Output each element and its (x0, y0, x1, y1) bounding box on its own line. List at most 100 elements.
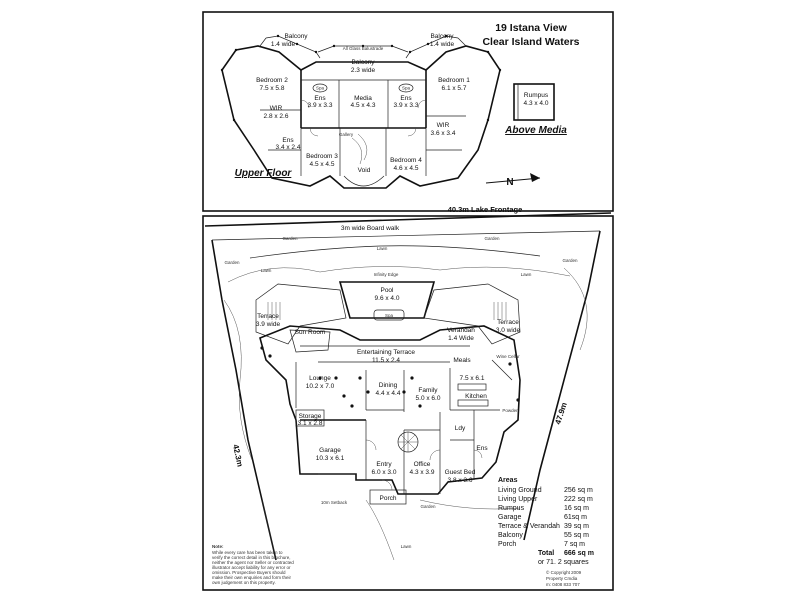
terrace-right-label: Terrace (497, 319, 519, 326)
note-line: neither the agent nor Seller or contract… (212, 560, 294, 565)
area-row-label: Garage (498, 514, 521, 521)
bedroom1-label: Bedroom 1 (438, 77, 470, 84)
area-row-label: Rumpus (498, 505, 525, 512)
guest-bed-dims: 3.8 x 3.6 (448, 477, 473, 484)
wir-left-label: WIR (270, 105, 283, 112)
rumpus-room (513, 83, 555, 121)
rumpus-label: Rumpus (524, 92, 549, 99)
office-label: Office (414, 461, 431, 468)
terrace-left-label: Terrace (257, 313, 279, 320)
entertaining-dims: 11.5 x 2.4 (372, 357, 400, 364)
garden-top-left: Garden (282, 236, 298, 241)
wir-right-dims: 3.6 x 3.4 (431, 130, 456, 137)
lounge-label: Lounge (309, 375, 331, 382)
bedroom4-label: Bedroom 4 (390, 157, 422, 164)
guest-bed-label: Guest Bed (445, 469, 476, 476)
note-line: verify the correct detail in this brochu… (212, 555, 291, 560)
area-row-value: 7 sq m (564, 541, 585, 548)
side-right-label: 47.9m (553, 401, 569, 425)
ens-left-label: Ens (314, 95, 326, 102)
upper-balcony-center-label: Balcony (351, 59, 375, 66)
note-title: Note: (212, 544, 224, 549)
ground-floor-frame (202, 215, 614, 591)
entry-dims: 6.0 x 3.0 (372, 469, 397, 476)
north-arrow-icon: N (485, 173, 541, 188)
family-label: Family (418, 387, 438, 394)
boardwalk-label: 3m wide Board walk (341, 225, 400, 232)
area-row-value: 61sq m (564, 514, 587, 521)
media-dims: 4.5 x 4.3 (351, 102, 376, 109)
bedroom3-dims: 4.5 x 4.5 (310, 161, 335, 168)
area-row-label: Terrace & Verandah (498, 523, 560, 530)
void-label: Void (358, 167, 371, 174)
infinity-edge-label: Infinity Edge (374, 272, 399, 277)
pool-label: Pool (380, 287, 394, 294)
garage-dims: 10.3 x 6.1 (316, 455, 345, 462)
areas-table: Areas Living Ground 256 sq m Living Uppe… (498, 477, 594, 566)
ens-ground-label: Ens (476, 445, 488, 452)
ldy-label: Ldy (455, 425, 466, 432)
ens-small-dims: 3.4 x 2.4 (276, 144, 301, 151)
media-label: Media (354, 95, 372, 102)
area-total-squares: or 71. 2 squares (538, 559, 589, 566)
lake-boundary (204, 212, 612, 227)
garden-bottom: Garden (420, 504, 436, 509)
copyright-line1: © Copyright 2009 (546, 569, 582, 575)
upper-floor-title: Upper Floor (235, 168, 293, 179)
area-row-label: Porch (498, 541, 516, 548)
garden-edge-top (249, 245, 541, 259)
storage-dims: 3.1 x 2.8 (298, 420, 323, 427)
area-row-label: Balcony (498, 532, 523, 539)
wine-cellar-label: Wine Cellar (496, 354, 520, 359)
storage-label: Storage (299, 413, 322, 420)
garden-right: Garden (562, 258, 578, 263)
ens-right-dims: 3.9 x 3.3 (394, 102, 419, 109)
bedroom4-dims: 4.6 x 4.5 (394, 165, 419, 172)
kitchen-label: Kitchen (465, 393, 487, 400)
copyright-line2: Property Cmdia (546, 576, 578, 581)
bedroom1-dims: 6.1 x 5.7 (442, 85, 467, 92)
note-line: own judgement on this property. (212, 580, 276, 585)
lawn-right: Lawn (521, 272, 532, 277)
family-dims: 5.0 x 6.0 (416, 395, 441, 402)
lawn-top: Lawn (377, 246, 388, 251)
wir-left-dims: 2.8 x 2.6 (264, 113, 289, 120)
spa-right-label: Spa (402, 86, 411, 91)
terrace-right-dims: 3.0 wide (496, 327, 521, 334)
upper-balcony-left-label: Balcony (284, 33, 308, 40)
ens-small-label: Ens (282, 137, 294, 144)
upper-balcony-left-dims: 1.4 wide (271, 41, 296, 48)
dining-dims: 4.4 x 4.4 (376, 390, 401, 397)
office-dims: 4.3 x 3.9 (410, 469, 435, 476)
bedroom2-dims: 7.5 x 5.8 (260, 85, 285, 92)
dining-label: Dining (379, 382, 398, 389)
area-row-label: Living Upper (498, 496, 538, 503)
above-media-title: Above Media (504, 125, 567, 136)
lawn-left: Lawn (261, 268, 272, 273)
area-row-value: 222 sq m (564, 496, 593, 503)
gallery-label: Gallery (339, 132, 354, 137)
verandah-label: Verandah (447, 327, 475, 334)
upper-balcony-right-label: Balcony (430, 33, 454, 40)
entry-label: Entry (376, 461, 392, 468)
areas-title: Areas (498, 477, 518, 484)
ground-floor-plan (255, 281, 521, 505)
powder-label: Powder (502, 408, 518, 413)
upper-balcony-center-dims: 2.3 wide (351, 67, 376, 74)
area-row-value: 256 sq m (564, 487, 593, 494)
disclaimer-note: Note: While every care has been taken to… (212, 544, 294, 585)
pool-dims: 9.6 x 4.0 (375, 295, 400, 302)
porch-label: Porch (380, 495, 397, 502)
upper-floor-plan (220, 34, 502, 189)
upper-floor-frame (202, 11, 614, 212)
area-total-value: 666 sq m (564, 550, 594, 557)
lounge-dims: 10.2 x 7.0 (306, 383, 335, 390)
sun-room-label: Sun Room (295, 329, 326, 336)
bedroom2-label: Bedroom 2 (256, 77, 288, 84)
garage-label: Garage (319, 447, 341, 454)
upper-balcony-right-dims: 1.4 wide (430, 41, 455, 48)
lawn-bottom: Lawn (401, 544, 412, 549)
setback-label: 10m Setback (321, 500, 348, 505)
area-row-label: Living Ground (498, 487, 542, 494)
